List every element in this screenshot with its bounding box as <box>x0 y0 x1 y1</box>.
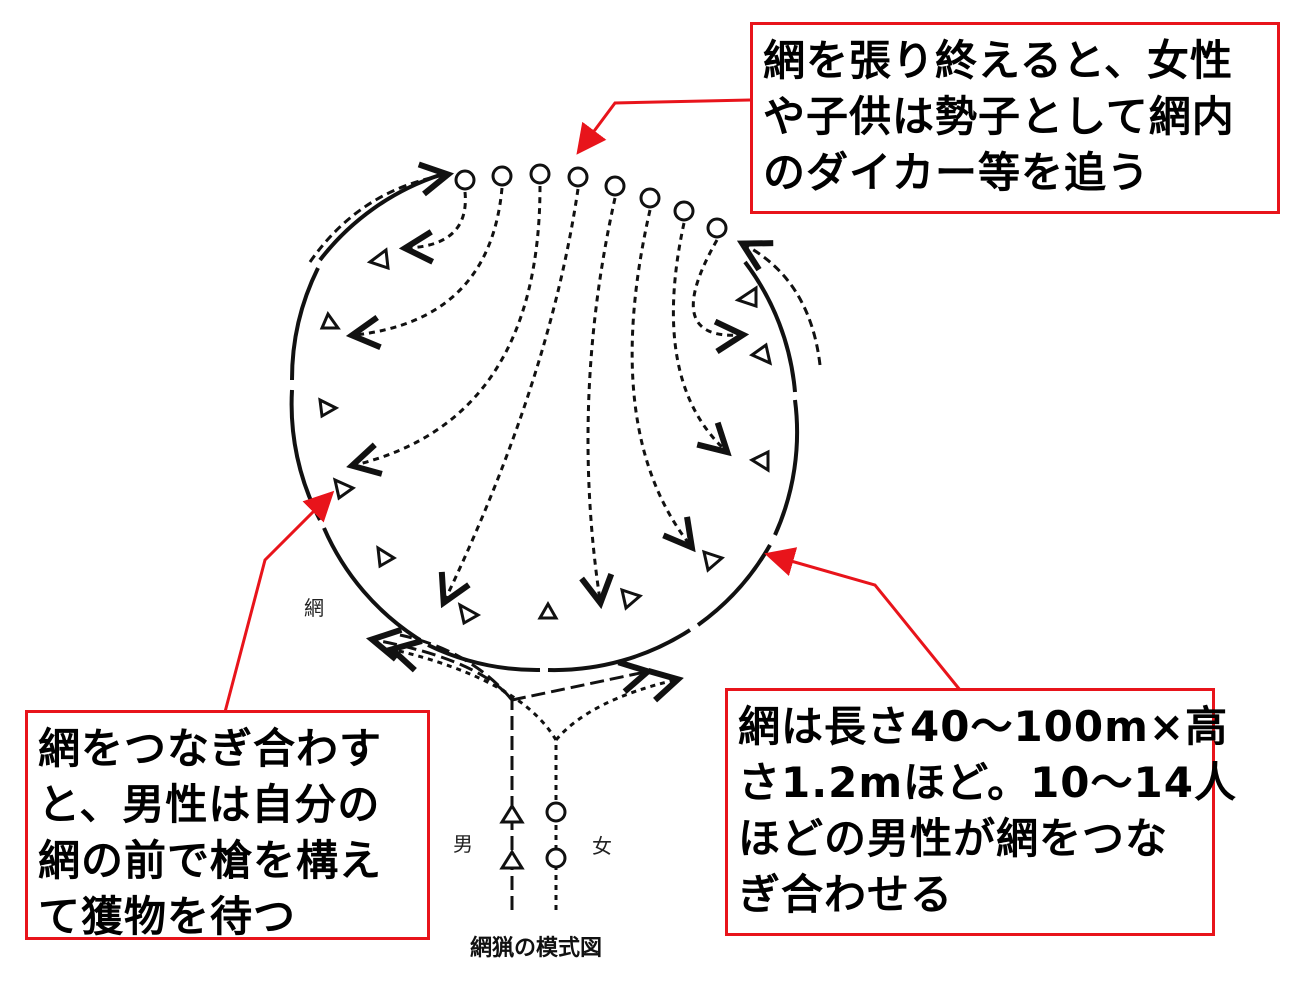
callout-line: と、男性は自分の <box>38 780 381 829</box>
drive-arrows <box>355 185 740 600</box>
callout-left: 網をつなぎ合わす と、男性は自分の 網の前で槍を構え て獲物を待つ <box>25 710 430 941</box>
beater-circles <box>454 163 728 239</box>
outer-dashed-arrows <box>308 175 822 366</box>
male-label: 男 <box>453 832 473 856</box>
net-circle <box>289 173 800 673</box>
callout-line: 網をつなぎ合わす <box>38 724 383 773</box>
diagram-caption: 網猟の模式図 <box>470 936 603 961</box>
female-label: 女 <box>592 834 612 858</box>
callout-line: て獲物を待つ <box>38 892 297 941</box>
callout-top: 網を張り終えると、女性 や子供は勢子として網内 のダイカー等を追う <box>750 22 1280 214</box>
approach-paths <box>375 635 675 910</box>
callout-leaders <box>223 98 962 713</box>
callout-line: 網は長さ40～100m×高 <box>738 702 1229 751</box>
callout-line: 網の前で槍を構え <box>38 836 383 885</box>
callout-line: 網を張り終えると、女性 <box>763 36 1234 85</box>
net-label: 網 <box>304 596 324 620</box>
callout-line: や子供は勢子として網内 <box>763 92 1235 141</box>
callout-line: ぎ合わせる <box>738 870 954 919</box>
callout-line: のダイカー等を追う <box>763 148 1151 197</box>
hunter-triangles <box>318 247 773 626</box>
file-markers <box>499 801 567 870</box>
callout-right: 網は長さ40～100m×高 さ1.2mほど。10～14人 ほどの男性が網をつな … <box>725 688 1237 936</box>
callout-line: ほどの男性が網をつな <box>738 814 1169 863</box>
callout-line: さ1.2mほど。10～14人 <box>738 758 1237 807</box>
